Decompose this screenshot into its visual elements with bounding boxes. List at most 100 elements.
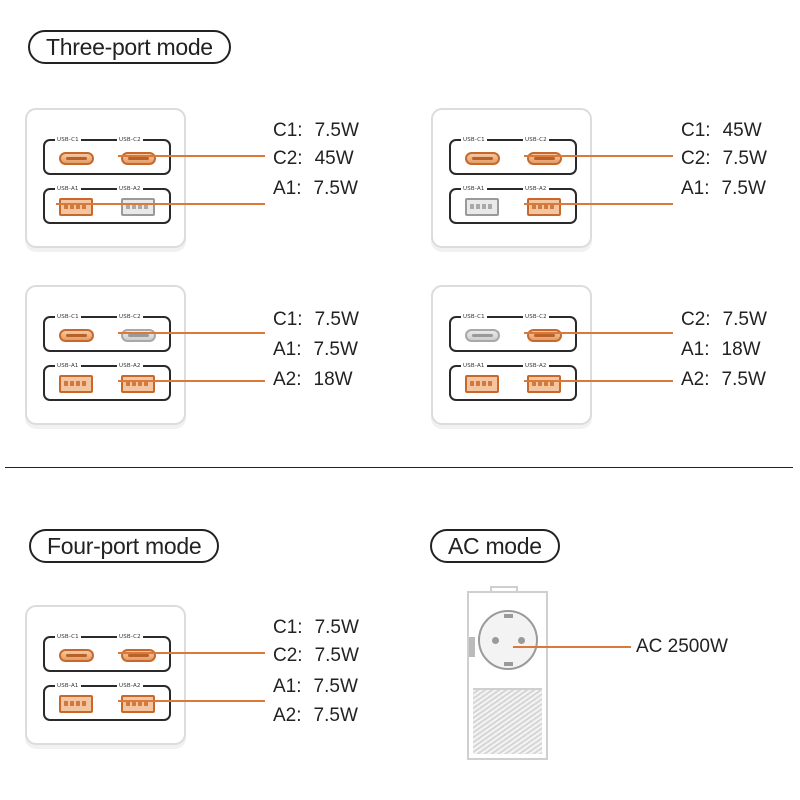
ac-device-tab	[490, 586, 518, 594]
usb-a-port-a1	[465, 375, 499, 393]
port-id: C1:	[681, 120, 711, 141]
port-power-label: C1: 7.5W	[273, 309, 359, 331]
port-name-label: USB-C2	[117, 313, 143, 321]
port-power-value: 7.5W	[313, 178, 358, 199]
port-power-label: C2: 7.5W	[681, 309, 767, 331]
usb-c-module: USB-C1 USB-C2	[449, 136, 577, 175]
usb-a-module: USB-A1 USB-A2	[43, 682, 171, 721]
port-name-label: USB-C1	[461, 136, 487, 144]
usb-a-port-a1	[59, 198, 93, 216]
port-id: C1:	[273, 617, 303, 638]
connector-line	[524, 380, 673, 382]
port-name-label: USB-C2	[523, 136, 549, 144]
port-id: C2:	[273, 645, 303, 666]
port-power-value: 7.5W	[313, 676, 358, 697]
port-power-value: 7.5W	[721, 178, 766, 199]
port-power-label: A1: 7.5W	[273, 178, 358, 200]
port-power-value: 7.5W	[722, 309, 767, 330]
port-id: C2:	[273, 148, 303, 169]
port-name-label: USB-C1	[55, 313, 81, 321]
port-power-label: C2: 45W	[273, 148, 354, 170]
port-power-value: 7.5W	[721, 369, 766, 390]
ground-clip-top	[504, 614, 513, 618]
ac-socket-icon	[478, 610, 538, 670]
ac-device-badge	[469, 637, 475, 657]
port-id: A1:	[273, 676, 302, 697]
port-id: C1:	[273, 120, 303, 141]
port-power-value: 7.5W	[313, 705, 358, 726]
port-name-label: USB-A2	[523, 362, 549, 370]
usb-a-port-a1	[59, 695, 93, 713]
port-power-value: 7.5W	[313, 339, 358, 360]
port-power-value: 7.5W	[722, 148, 767, 169]
port-power-label: A2: 7.5W	[273, 705, 358, 727]
usb-a-port-a2	[527, 198, 561, 216]
ac-device	[467, 591, 548, 760]
connector-line	[118, 380, 265, 382]
port-id: A1:	[273, 178, 302, 199]
three-port-mode-title: Three-port mode	[28, 30, 231, 64]
port-name-label: USB-C1	[55, 633, 81, 641]
port-power-label: A1: 7.5W	[273, 339, 358, 361]
port-power-label: C2: 7.5W	[273, 645, 359, 667]
port-power-value: 45W	[314, 148, 354, 169]
port-name-label: USB-A1	[55, 362, 81, 370]
usb-a-port-a2	[121, 375, 155, 393]
port-id: A1:	[273, 339, 302, 360]
port-power-value: 45W	[722, 120, 762, 141]
port-power-label: A1:18W	[681, 339, 761, 361]
usb-c-module: USB-C1 USB-C2	[449, 313, 577, 352]
ground-clip-bottom	[504, 662, 513, 666]
port-id: A2:	[681, 369, 710, 390]
ac-power-label: AC 2500W	[636, 636, 728, 657]
port-power-value: 7.5W	[314, 309, 359, 330]
port-name-label: USB-C1	[461, 313, 487, 321]
usb-a-port-a1	[465, 198, 499, 216]
port-power-label: C2: 7.5W	[681, 148, 767, 170]
port-name-label: USB-A1	[55, 682, 81, 690]
port-id: C2:	[681, 309, 711, 330]
usb-c-port-c2	[121, 152, 156, 165]
usb-c-port-c1	[59, 649, 94, 662]
usb-c-port-c2	[121, 649, 156, 662]
port-power-value: 18W	[313, 369, 353, 390]
port-name-label: USB-A2	[523, 185, 549, 193]
connector-line	[524, 155, 673, 157]
port-power-value: 7.5W	[314, 120, 359, 141]
usb-c-port-c1	[59, 152, 94, 165]
connector-line	[118, 700, 265, 702]
usb-a-module: USB-A1 USB-A2	[449, 362, 577, 401]
port-id: C2:	[681, 148, 711, 169]
connector-line	[118, 652, 265, 654]
usb-a-port-a2	[121, 695, 155, 713]
socket-hole-right	[518, 637, 525, 644]
port-name-label: USB-C2	[117, 633, 143, 641]
port-name-label: USB-C2	[523, 313, 549, 321]
four-port-mode-title: Four-port mode	[29, 529, 220, 563]
port-name-label: USB-A1	[461, 362, 487, 370]
connector-line	[118, 155, 265, 157]
port-name-label: USB-A2	[117, 682, 143, 690]
usb-a-port-a1	[59, 375, 93, 393]
port-name-label: USB-A1	[461, 185, 487, 193]
ac-device-vent	[473, 688, 542, 754]
port-name-label: USB-C1	[55, 136, 81, 144]
usb-c-port-c2	[527, 329, 562, 342]
connector-line	[524, 203, 673, 205]
port-id: C1:	[273, 309, 303, 330]
port-power-value: 7.5W	[314, 617, 359, 638]
usb-a-port-a2	[527, 375, 561, 393]
ac-connector-line	[513, 646, 631, 648]
port-power-value: 7.5W	[314, 645, 359, 666]
port-name-label: USB-A1	[55, 185, 81, 193]
port-power-label: C1: 45W	[681, 120, 762, 142]
usb-a-module: USB-A1 USB-A2	[449, 185, 577, 224]
port-id: A1:	[681, 339, 710, 360]
port-id: A2:	[273, 705, 302, 726]
usb-c-port-c2	[527, 152, 562, 165]
